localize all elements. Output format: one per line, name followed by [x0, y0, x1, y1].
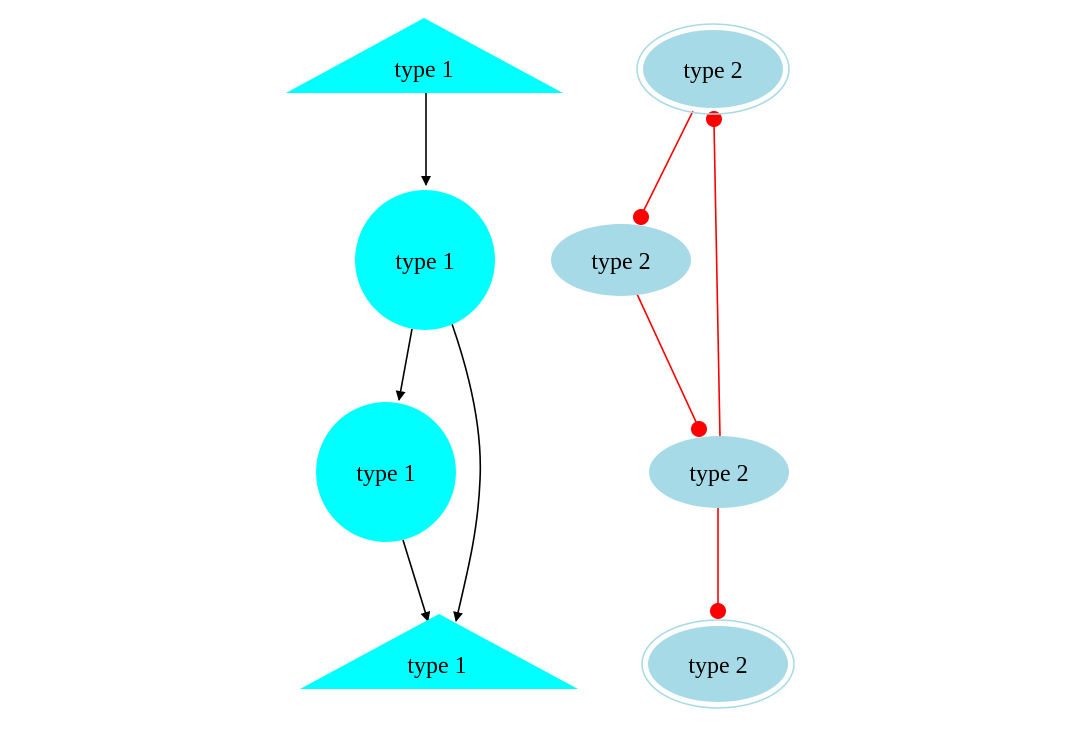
edge-t2-mid-b-to-top [713, 122, 721, 438]
node-type1-circle-a[interactable]: type 1 [355, 190, 495, 330]
node-type1-bottom-triangle[interactable]: type 1 [300, 614, 578, 689]
node-label: type 1 [395, 249, 454, 275]
edge-dot-bottom [710, 603, 726, 619]
edge-t2-mid-a-to-mid-b [636, 293, 698, 425]
node-type1-circle-b[interactable]: type 1 [316, 402, 456, 542]
ellipse-shape [643, 30, 783, 108]
edge-t1-circle-a-to-circle-b [395, 328, 413, 401]
ellipse-shape [648, 626, 788, 702]
node-type2-top-doubleellipse[interactable]: type 2 [636, 23, 790, 115]
type2-nodes: type 2 type 2 type 2 type 2 [551, 23, 795, 709]
node-label: type 1 [356, 461, 415, 487]
node-type2-mid-b-ellipse[interactable]: type 2 [649, 436, 789, 508]
node-label: type 1 [394, 57, 453, 83]
node-label: type 1 [407, 653, 466, 679]
node-label: type 2 [689, 461, 748, 487]
node-type2-mid-a-ellipse[interactable]: type 2 [551, 224, 691, 296]
edge-t2-top-to-mid-a [642, 110, 694, 213]
node-label: type 2 [683, 58, 742, 84]
edge-t1-circle-b-to-bottom [402, 539, 431, 622]
triangle-shape [286, 18, 563, 93]
edge-t1-circle-a-to-bottom [451, 323, 482, 622]
type1-nodes: type 1 type 1 type 1 type 1 [286, 18, 578, 689]
circle-shape [355, 190, 495, 330]
edge-dot-mid-b [691, 421, 707, 437]
ellipse-shape [551, 224, 691, 296]
node-label: type 2 [591, 249, 650, 275]
node-type1-top-triangle[interactable]: type 1 [286, 18, 563, 93]
type2-edges [633, 110, 726, 619]
type1-edges [395, 93, 482, 622]
triangle-shape [300, 614, 578, 689]
ellipse-outer-ring [636, 23, 790, 115]
edge-dot-mid-a [633, 209, 649, 225]
edge-dot-top [706, 111, 722, 127]
circle-shape [316, 402, 456, 542]
node-type2-bottom-doubleellipse[interactable]: type 2 [641, 619, 795, 709]
node-label: type 2 [688, 653, 747, 679]
ellipse-outer-ring [641, 619, 795, 709]
ellipse-shape [649, 436, 789, 508]
